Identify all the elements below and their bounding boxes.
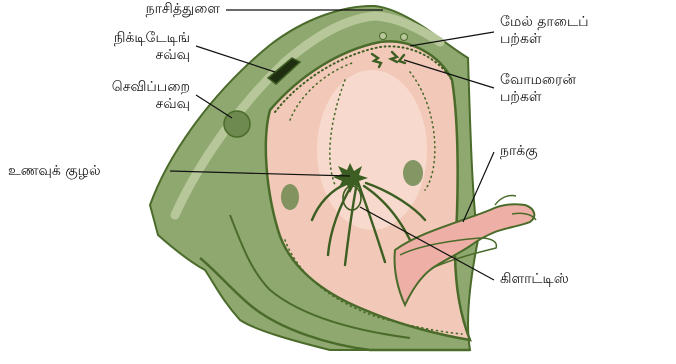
label-gullet: உணவுக் குழல் [8, 163, 101, 180]
label-maxillary-line2: பற்கள் [500, 31, 589, 48]
nostril-right [401, 34, 408, 41]
label-maxillary-line1: மேல் தாடைப் [500, 14, 589, 31]
label-nictitating-line2: சவ்வு [40, 47, 190, 64]
label-vomerine-line1: வோமரைன் [500, 72, 576, 89]
nostril-left [380, 33, 387, 40]
label-tympanic-membrane: செவிப்பறை சவ்வு [40, 79, 190, 113]
label-maxillary-teeth: மேல் தாடைப் பற்கள் [500, 14, 589, 48]
label-tympanic-line2: சவ்வு [40, 96, 190, 113]
label-tongue: நாக்கு [500, 143, 538, 160]
label-nictitating-line1: நிக்டிடேடிங் [40, 30, 190, 47]
eye-bulge-right [403, 160, 423, 186]
label-nictitating-membrane: நிக்டிடேடிங் சவ்வு [40, 30, 190, 64]
label-vomerine-line2: பற்கள் [500, 89, 576, 106]
label-vomerine-teeth: வோமரைன் பற்கள் [500, 72, 576, 106]
eye-bulge-left [281, 184, 299, 210]
label-nostril: நாசித்துளை [60, 1, 220, 18]
label-tympanic-line1: செவிப்பறை [40, 79, 190, 96]
label-glottis: கிளாட்டிஸ் [500, 271, 569, 288]
